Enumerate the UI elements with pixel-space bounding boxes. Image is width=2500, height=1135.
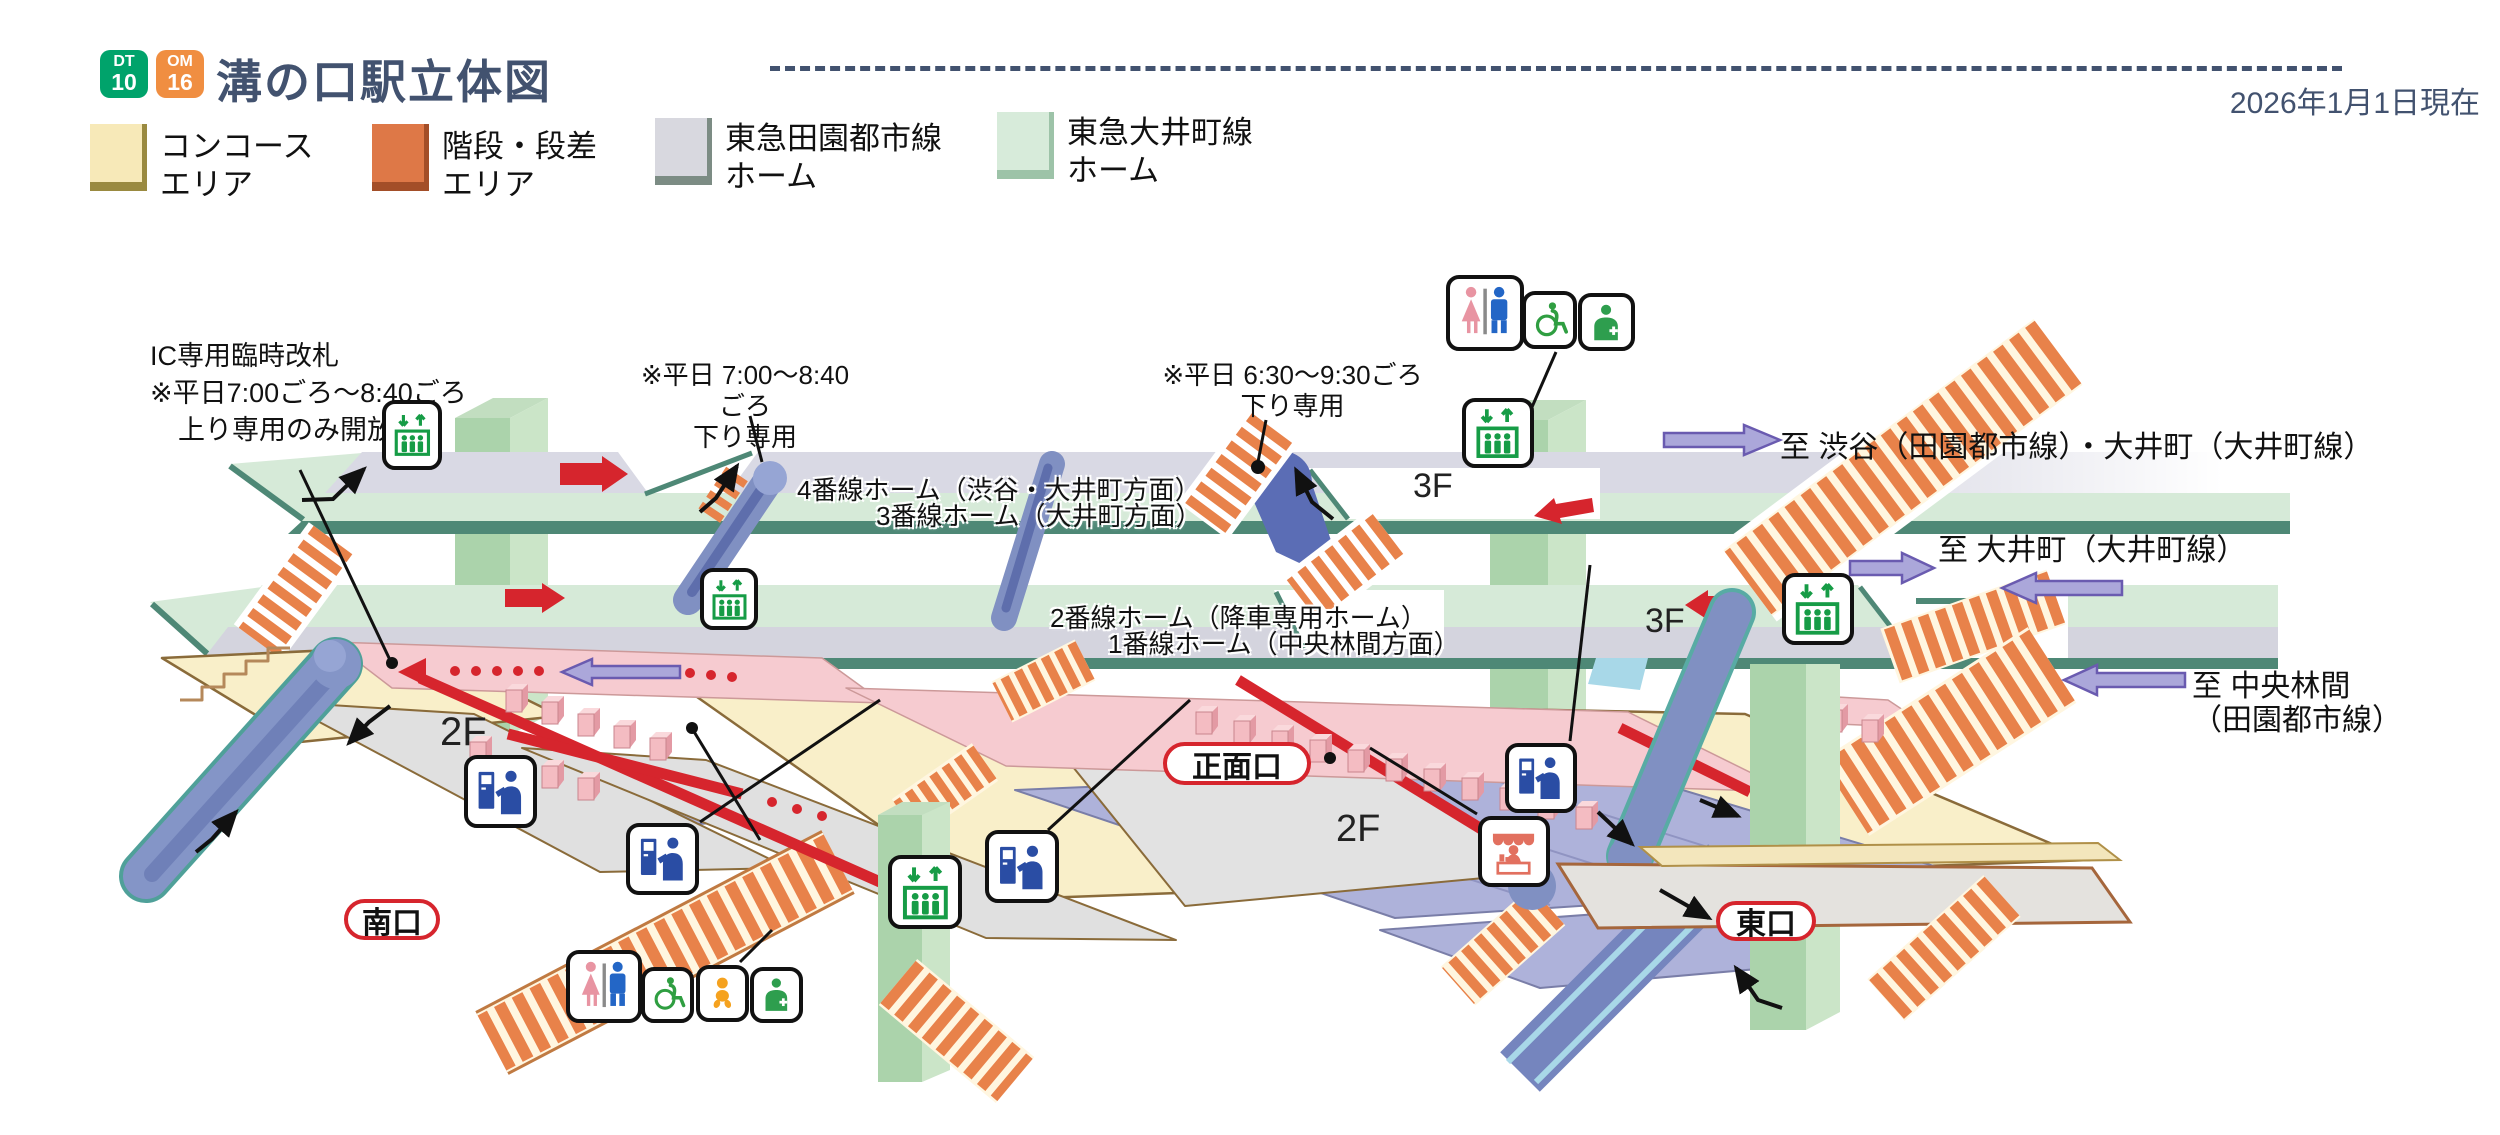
toilet-icon [1446, 275, 1524, 351]
escalator-center [991, 451, 1065, 631]
exit-pill-south: 南口 [344, 899, 440, 940]
platform-label-4: 4番線ホーム（渋谷・大井町方面） [797, 475, 1201, 505]
east-cream-strip [1637, 841, 2123, 868]
platform-label-3: 3番線ホーム（大井町方面） [876, 501, 1202, 531]
legend-swatch-concourse [90, 124, 147, 191]
line-badge-code: OM [167, 53, 193, 70]
ticket-machine-icon [1505, 743, 1577, 813]
direction-shibuya: 至 渋谷（田園都市線）・大井町（大井町線） [1780, 431, 2374, 464]
annotation-weekday-630: ※平日 6:30～9:30ごろ 下り専用 [1162, 360, 1423, 421]
pointer-lines [298, 351, 1592, 964]
direction-chuorinkan: 至 中央林間 （田園都市線） [2192, 670, 2402, 737]
baby-icon [696, 965, 749, 1022]
line-badge-number: 10 [111, 69, 137, 95]
floor-label-2f-left: 2F [440, 710, 487, 754]
elevator-icon [1462, 398, 1534, 468]
exit-pill-east: 東口 [1716, 901, 1816, 941]
ticket-machine-icon [626, 823, 699, 895]
line-badge-om: OM 16 [156, 50, 204, 98]
wheelchair-icon [641, 967, 694, 1023]
wheelchair-icon [1522, 291, 1577, 349]
annotation-weekday-700: ※平日 7:00～8:40ごろ 下り専用 [640, 360, 850, 452]
floor-label-3f-upper: 3F [1413, 467, 1453, 505]
title-dashed-rule [770, 66, 2342, 71]
legend-label: 階段・段差 エリア [442, 129, 597, 202]
elevator-icon [700, 568, 758, 630]
stairs-south-exit [475, 830, 855, 1075]
elevator-icon [888, 855, 962, 929]
page-title: 溝の口駅立体図 [216, 56, 552, 108]
legend-label: 東急大井町線 ホーム [1067, 115, 1253, 188]
line-badge-code: DT [113, 53, 135, 70]
ticket-machine-icon [464, 755, 537, 828]
date-note: 2026年1月1日現在 [2229, 87, 2480, 120]
legend-swatch-om-platform [997, 112, 1054, 179]
staff-icon [750, 967, 803, 1023]
stairs-right-lower [1820, 627, 2077, 836]
legend-label: 東急田園都市線 ホーム [725, 121, 942, 194]
stairs-left-upper [233, 466, 748, 660]
east-exit-plane [1555, 862, 2133, 930]
direction-oimachi: 至 大井町（大井町線） [1938, 534, 2247, 567]
elevator-icon [1782, 573, 1854, 645]
stairs-east-lower [1867, 875, 2021, 1021]
elevator-icon [382, 400, 442, 470]
direction-arrows [558, 423, 2187, 697]
legend-swatch-stairs [372, 124, 429, 191]
staff-icon [1578, 293, 1635, 351]
line-badge-dt: DT 10 [100, 50, 148, 98]
stairs-upper-right [1719, 313, 2087, 622]
stairs-right-gap [1880, 569, 2066, 684]
escalator-left-big [119, 637, 363, 903]
platform-label-1: 1番線ホーム（中央林間方面） [1108, 629, 1460, 659]
legend-label: コンコース エリア [160, 129, 314, 202]
walk-arrows [194, 462, 1783, 1010]
ticket-machine-icon [985, 830, 1059, 903]
exit-pill-main: 正面口 [1163, 742, 1311, 785]
shop-icon [1478, 816, 1550, 887]
legend-swatch-dt-platform [655, 118, 712, 185]
floor-label-3f-lower: 3F [1645, 602, 1685, 640]
annotation-ic-gate: IC専用臨時改札 ※平日7:00ごろ～8:40ごろ 上り専用のみ開放 [150, 341, 467, 445]
line-badge-number: 16 [167, 69, 193, 95]
platform-label-2: 2番線ホーム（降車専用ホーム） [1050, 603, 1427, 633]
floor-label-2f-center: 2F [1336, 808, 1381, 850]
toilet-icon [566, 950, 642, 1023]
